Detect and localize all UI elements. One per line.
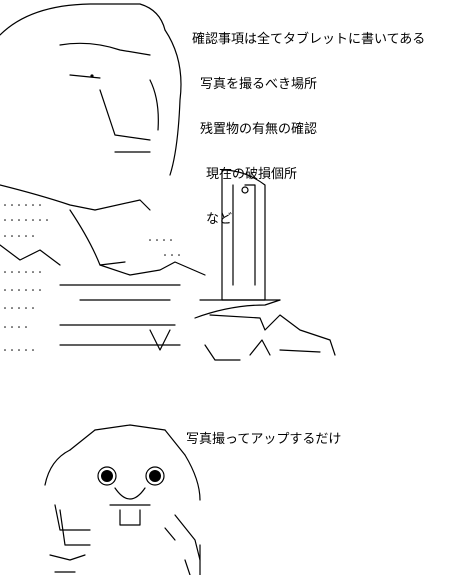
checklist-line: 確認事項は全てタブレットに書いてある bbox=[192, 32, 426, 47]
checklist-line: 現在の破損個所 bbox=[206, 167, 298, 182]
tablet-art bbox=[194, 169, 281, 319]
man-body-art bbox=[0, 184, 206, 351]
checklist-line: 残置物の有無の確認 bbox=[200, 122, 318, 137]
caption-text: 写真撮ってアップするだけ bbox=[186, 432, 342, 447]
checklist-line: 写真を撮るべき場所 bbox=[200, 77, 318, 92]
creature-art bbox=[44, 424, 201, 575]
hand-art bbox=[204, 314, 336, 361]
checklist-text: 確認事項は全てタブレットに書いてある 写真を撮るべき場所 残置物の有無の確認 現… bbox=[192, 2, 425, 257]
man-head-art bbox=[0, 3, 182, 176]
checklist-line: など bbox=[206, 212, 233, 227]
